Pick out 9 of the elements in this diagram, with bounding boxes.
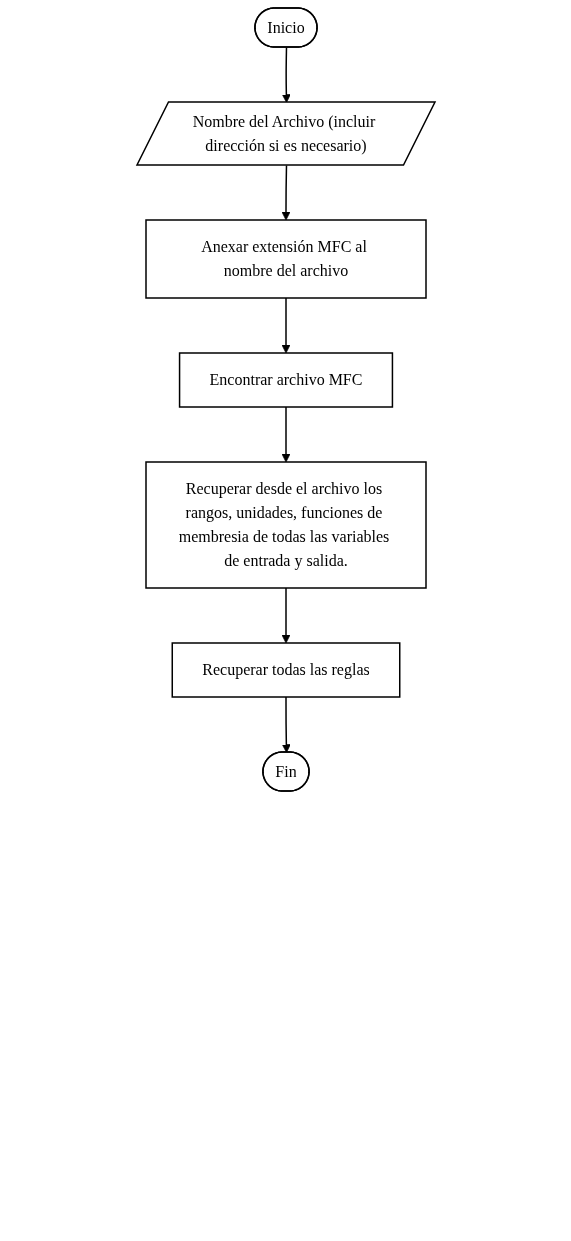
arrow [281,46,291,103]
node-box: Anexar extensión MFC al nombre del archivo [144,219,427,299]
arrow [281,297,290,354]
node-box: Recuperar desde el archivo los rangos, unidades, funciones de membresia de todas las variables de entrada y salida. [144,461,427,589]
arrow [281,696,291,753]
node-box: Encontrar archivo MFC [178,352,393,408]
arrow [281,587,290,644]
arrow [281,406,290,463]
node-box: Recuperar todas las reglas [171,642,400,698]
